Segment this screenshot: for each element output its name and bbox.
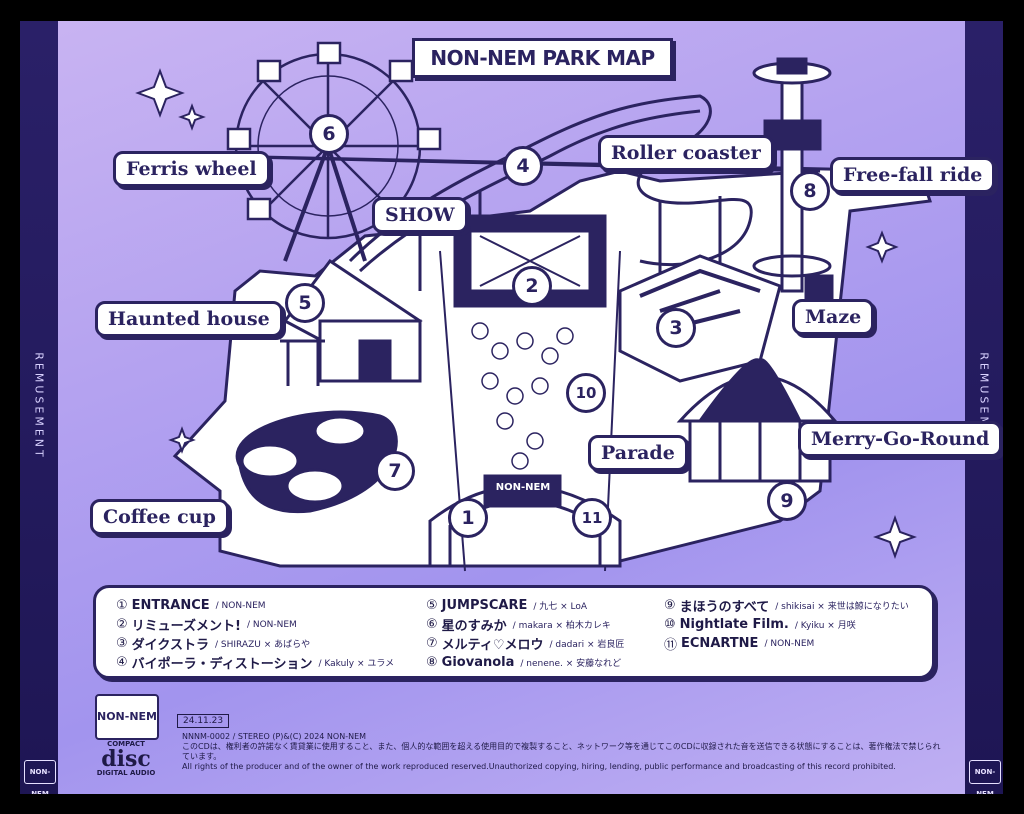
badge-3: 3 (656, 308, 696, 348)
badge-4: 4 (503, 146, 543, 186)
park-map: NON-NEM PARK MAP Ferris wheel Roller coa… (60, 21, 1003, 601)
badge-5: 5 (285, 283, 325, 323)
free-fall-tower-drawing (752, 57, 834, 300)
badge-2: 2 (512, 266, 552, 306)
jp-notice: このCDは、権利者の許諾なく賃貸業に使用すること、また、個人的な範囲を超える使用… (182, 742, 941, 761)
badge-11: 11 (572, 498, 612, 538)
badge-1: 1 (448, 498, 488, 538)
parade-crowd-drawing (471, 322, 574, 470)
label-roller-coaster: Roller coaster (598, 135, 774, 171)
left-spine: REMUSEMENT NON-NEM (20, 21, 58, 794)
right-spine: REMUSEMENT NON-NEM (965, 21, 1003, 794)
badge-8: 8 (790, 171, 830, 211)
spine-logo-right: NON-NEM (969, 760, 1001, 794)
spine-logo: NON-NEM (24, 760, 56, 794)
legal-notice: NNNM-0002 / STEREO (P)&(C) 2024 NON-NEM … (182, 732, 942, 772)
park-map-title: NON-NEM PARK MAP (412, 38, 673, 78)
haunted-house-drawing (280, 258, 423, 386)
label-parade: Parade (588, 435, 688, 471)
catalog-line: NNNM-0002 / STEREO (P)&(C) 2024 NON-NEM (182, 732, 367, 741)
footer: NON-NEM COMPACT disc DIGITAL AUDIO 24.11… (95, 694, 945, 794)
badge-6: 6 (309, 114, 349, 154)
badge-9: 9 (767, 481, 807, 521)
coffee-cup-drawing (235, 410, 398, 514)
label-logo: NON-NEM (95, 694, 159, 740)
sparkles (135, 68, 917, 559)
compact-disc-logo: COMPACT disc DIGITAL AUDIO (96, 740, 156, 777)
spine-title: REMUSEMENT (32, 352, 46, 460)
label-ferris-wheel: Ferris wheel (113, 151, 270, 187)
label-haunted-house: Haunted house (95, 301, 283, 337)
cover-panel: REMUSEMENT NON-NEM REMUSEMENT NON-NEM (20, 21, 1003, 794)
en-notice: All rights of the producer and of the ow… (182, 762, 896, 771)
release-date: 24.11.23 (177, 714, 230, 728)
badge-10: 10 (566, 373, 606, 413)
park-map-illustration (135, 41, 933, 572)
badge-7: 7 (375, 451, 415, 491)
label-maze: Maze (792, 299, 875, 335)
label-free-fall-ride: Free-fall ride (830, 157, 996, 193)
gate-sign: NON-NEM (495, 482, 551, 493)
label-show: SHOW (372, 197, 468, 233)
label-merry-go-round: Merry-Go-Round (798, 421, 1003, 457)
label-coffee-cup: Coffee cup (90, 499, 229, 535)
